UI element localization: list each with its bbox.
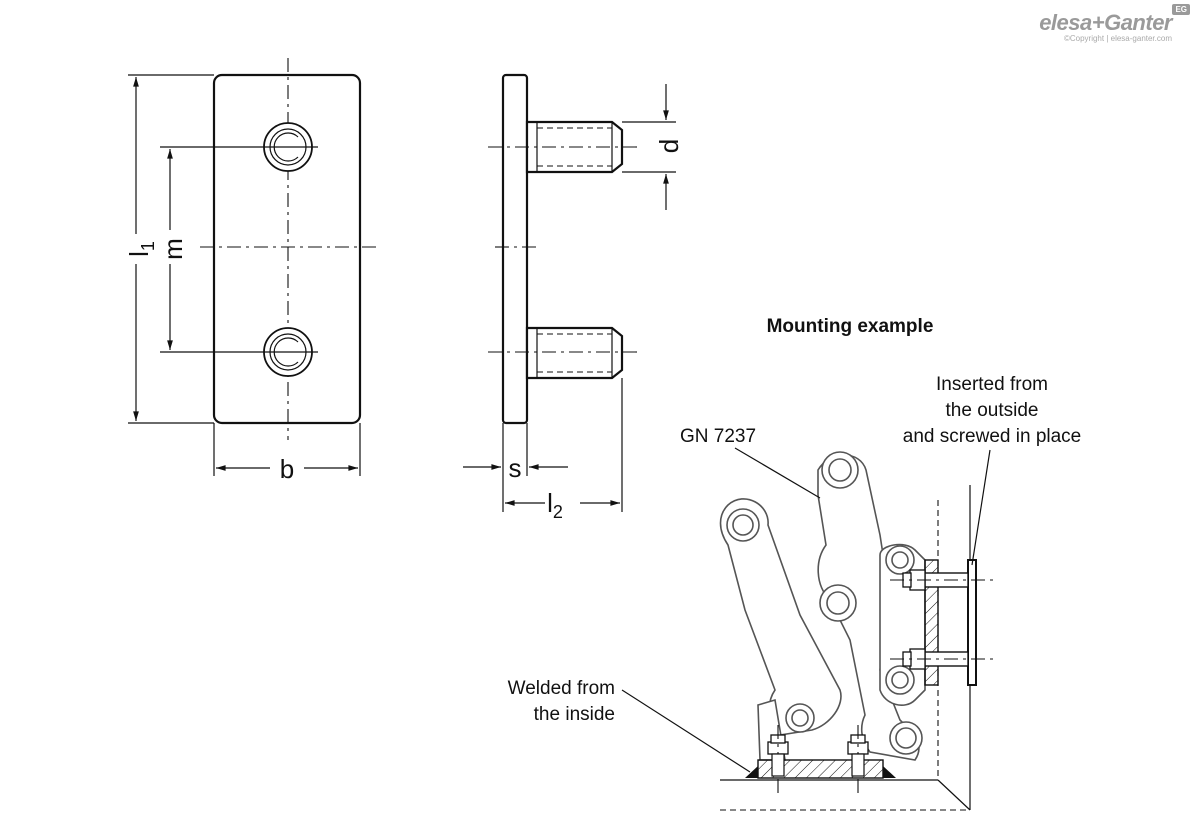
side-mount <box>890 559 995 686</box>
dimension-d: d <box>654 139 684 153</box>
dimension-l2: l2 <box>547 488 563 522</box>
label-outside-line3: and screwed in place <box>903 426 1082 447</box>
label-inside-line2: the inside <box>534 704 615 725</box>
mounting-title: Mounting example <box>767 316 934 337</box>
clamp-arms <box>719 451 926 761</box>
plate-side <box>501 73 529 425</box>
stud-bottom <box>525 326 624 380</box>
logo-badge: EG <box>1172 4 1190 15</box>
label-outside-line1: Inserted from <box>936 374 1048 395</box>
label-outside-line2: the outside <box>946 400 1039 421</box>
front-view: l1 m b <box>124 58 376 484</box>
label-gn7237: GN 7237 <box>680 426 756 447</box>
dimension-s: s <box>509 453 522 483</box>
side-view: d s l2 <box>463 73 684 522</box>
logo-text: elesa+Ganter <box>1039 10 1172 35</box>
label-inside-line1: Welded from <box>508 678 615 699</box>
brand-logo: elesa+Ganter ©Copyright | elesa-ganter.c… <box>1039 4 1190 43</box>
logo-copyright: ©Copyright | elesa-ganter.com <box>1063 34 1172 43</box>
dimension-b: b <box>280 454 294 484</box>
dimension-m: m <box>158 238 188 260</box>
dimension-l1: l1 <box>124 241 158 257</box>
mounting-example: Mounting example <box>508 316 1082 811</box>
base-plate <box>745 725 896 795</box>
plate-front <box>212 73 362 425</box>
